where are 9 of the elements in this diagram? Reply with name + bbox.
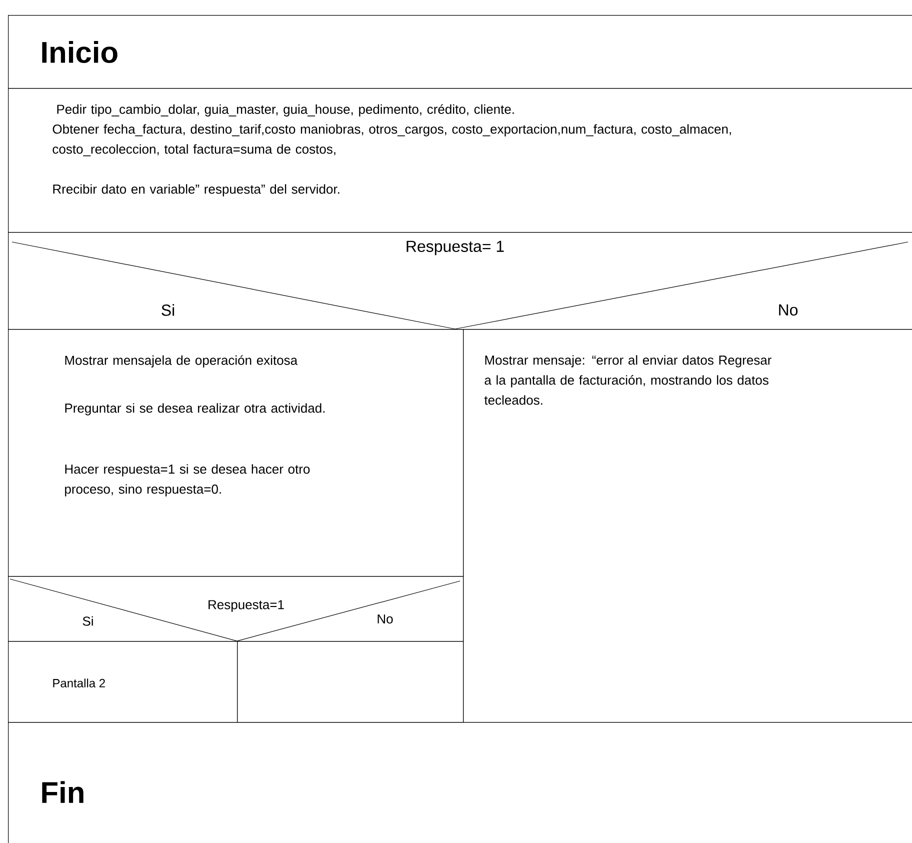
decision-box: Respuesta= 1 Si No — [8, 232, 912, 330]
process-box: Pantalla 2 — [8, 641, 238, 723]
decision-box: Respuesta=1 Si No — [8, 576, 464, 642]
empty-box — [237, 641, 464, 723]
terminal-box: Fin — [8, 722, 912, 843]
terminal-box: Inicio — [8, 15, 912, 89]
process-box: Mostrar mensajela de operación exitosa Preguntar si se desea realizar otra actividad. Hacer respuesta=1 si se desea hacer otro proceso, sino respuesta=0. — [8, 329, 464, 577]
process-box: Mostrar mensaje: “error al enviar datos Regresar a la pantalla de facturación, mostrando los datos tecleados. — [463, 329, 912, 723]
process-box: Pedir tipo_cambio_dolar, guia_master, guia_house, pedimento, crédito, cliente. Obtener fecha_factura, destino_tarif,costo maniobras, otros_cargos, costo_exportacion,num_factura, costo_almacen, costo_recoleccion, total factura=suma de costos, Rrecibir dato en variable” respuesta” del servidor. — [8, 88, 912, 233]
